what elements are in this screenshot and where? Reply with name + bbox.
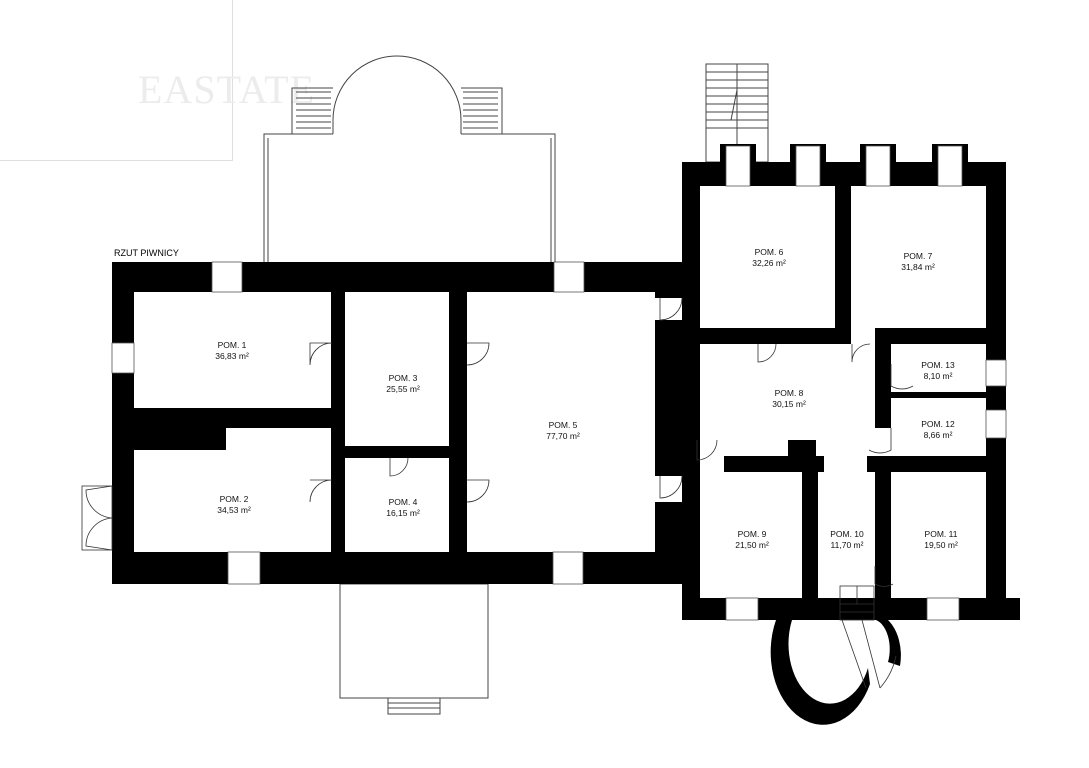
room-area: 36,83 m² (215, 351, 249, 361)
room-name: POM. 11 (924, 529, 958, 539)
room-label: POM. 11 19,50 m² (924, 529, 958, 551)
watermark-logo: EASTATE (138, 67, 316, 112)
room-name: POM. 9 (737, 529, 767, 539)
room-area: 21,50 m² (735, 540, 769, 550)
room-area: 25,55 m² (386, 384, 420, 394)
room-area: 19,50 m² (924, 540, 958, 550)
room-name: POM. 8 (774, 388, 804, 398)
room-area: 8,66 m² (923, 430, 953, 440)
room-label: POM. 5 77,70 m² (546, 420, 580, 442)
room-name: POM. 2 (219, 494, 249, 504)
walls (112, 144, 1020, 620)
room-area: 30,15 m² (772, 399, 806, 409)
room-label: POM. 7 31,84 m² (901, 251, 935, 273)
room-area: 16,15 m² (386, 508, 420, 518)
lower-terrace (339, 583, 489, 715)
room-name: POM. 13 (921, 360, 955, 370)
doors (81, 297, 914, 587)
room-name: POM. 12 (921, 419, 955, 429)
room-name: POM. 5 (548, 420, 578, 430)
plan-title: RZUT PIWNICY (114, 248, 179, 258)
room-name: POM. 3 (388, 373, 418, 383)
room-label: POM. 12 8,66 m² (921, 419, 955, 441)
room-label: POM. 8 30,15 m² (772, 388, 806, 410)
room-label: POM. 1 36,83 m² (215, 340, 249, 362)
room-label: POM. 4 16,15 m² (386, 497, 420, 519)
room-name: POM. 6 (754, 247, 784, 257)
room-name: POM. 1 (217, 340, 247, 350)
windows (111, 145, 1007, 621)
room-label: POM. 9 21,50 m² (735, 529, 769, 551)
entrance-vestibule (770, 585, 901, 725)
room-name: POM. 7 (903, 251, 933, 261)
room-label: POM. 3 25,55 m² (386, 373, 420, 395)
room-area: 31,84 m² (901, 262, 935, 272)
room-area: 77,70 m² (546, 431, 580, 441)
room-area: 8,10 m² (923, 371, 953, 381)
watermark-frame: EASTATE (0, 0, 314, 161)
room-name: POM. 4 (388, 497, 418, 507)
room-label: POM. 10 11,70 m² (830, 529, 864, 551)
room-label: POM. 6 32,26 m² (752, 247, 786, 269)
room-area: 32,26 m² (752, 258, 786, 268)
room-label: POM. 2 34,53 m² (217, 494, 251, 516)
room-label: POM. 13 8,10 m² (921, 360, 955, 382)
room-area: 34,53 m² (217, 505, 251, 515)
upper-terrace (263, 55, 556, 262)
room-name: POM. 10 (830, 529, 864, 539)
room-area: 11,70 m² (830, 540, 864, 550)
